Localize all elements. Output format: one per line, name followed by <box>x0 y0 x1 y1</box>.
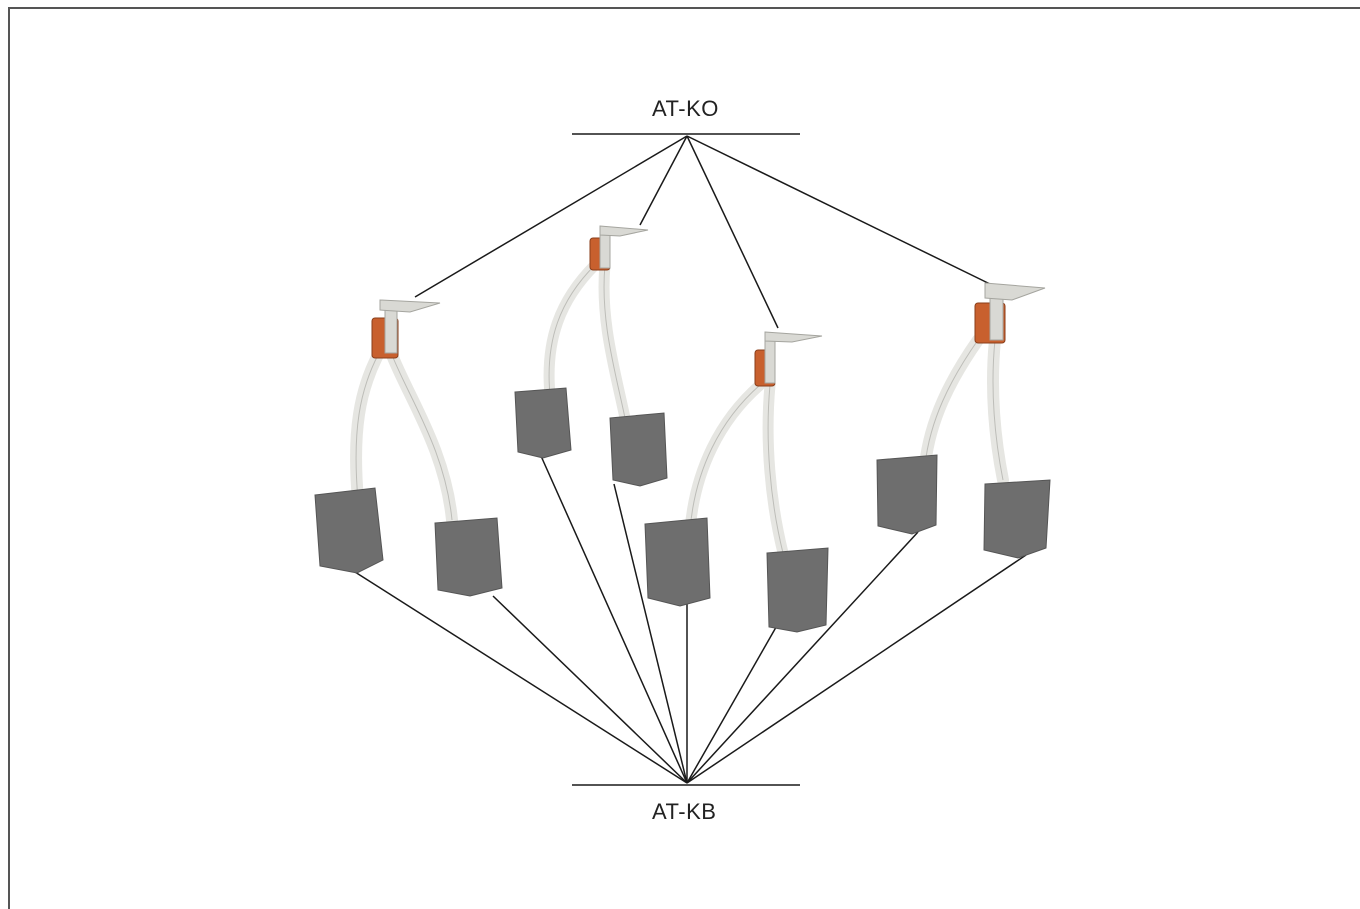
top-label: AT-KO <box>652 96 719 121</box>
top-connector-lines <box>414 135 991 329</box>
brush-assembly-3-icon <box>644 331 829 633</box>
brush-assembly-1-icon <box>314 299 503 597</box>
bottom-connector-lines <box>354 455 1027 784</box>
brush-assembly-2-icon <box>514 225 668 487</box>
brush-assembly-4-icon <box>876 282 1051 559</box>
bottom-label: AT-KB <box>652 799 717 824</box>
diagram-frame <box>8 7 1360 909</box>
